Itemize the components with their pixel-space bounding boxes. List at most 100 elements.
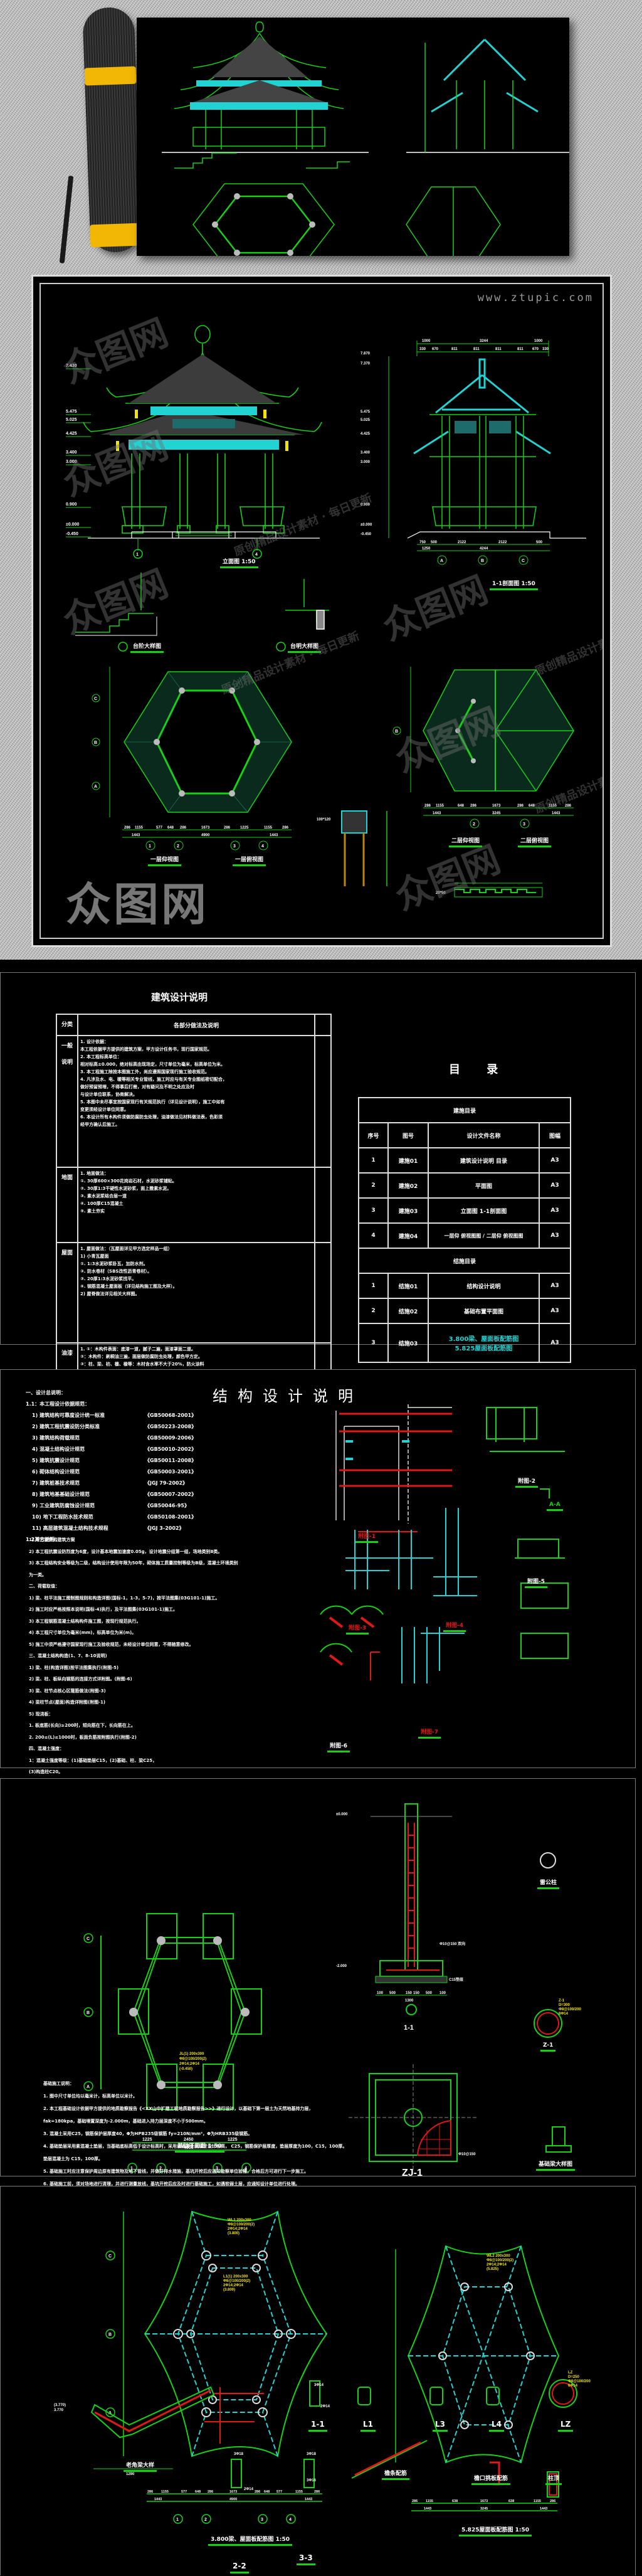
svg-text:577: 577 (156, 826, 163, 830)
note-line: 5) 现浇板： (29, 1711, 53, 1717)
section-1-1: 1000 3244 1000 330 670 811 811 811 811 6… (360, 339, 586, 565)
figure-caption: 附图-4 (443, 1621, 466, 1632)
svg-text:3245: 3245 (480, 2507, 488, 2511)
svg-text:1155: 1155 (295, 2490, 303, 2494)
svg-text:3Φ18: 3Φ18 (307, 2452, 317, 2456)
svg-text:500: 500 (536, 541, 543, 544)
svg-text:150: 150 (406, 1991, 413, 1995)
figure-caption: 附图-6 (327, 1741, 350, 1752)
caption-elevation: 立面图 1:50 (220, 557, 258, 568)
architectural-drawing-sheet: 1 4 7.430 5.475 5.025 4.425 3.400 3.000 … (66, 325, 586, 898)
svg-text:286: 286 (517, 804, 524, 808)
spec-line: 3. 本工程施工除按本图施工外，尚应遵照国家现行施工验收规范。 (80, 1069, 209, 1074)
svg-text:7.430: 7.430 (66, 364, 77, 368)
svg-text:Z-1: Z-1 (559, 1999, 565, 2003)
svg-text:7.870: 7.870 (360, 352, 371, 356)
svg-text:1225: 1225 (228, 2138, 238, 2142)
caption-stair-detail: 台阶大样图 (130, 642, 164, 653)
svg-text:1443: 1443 (270, 834, 278, 837)
note-line: 1：混凝土强度等级：(1)基础垫层C15，(2)基础、柱、梁C25， (29, 1757, 157, 1763)
svg-text:100: 100 (439, 1991, 446, 1995)
figure-caption: A-A (547, 1502, 563, 1511)
spec-line: 5. 本图中未尽事宜按国家现行有关规范执行（详见设计说明），施工中如有 (80, 1100, 225, 1105)
caption-section: L4 (489, 2420, 504, 2432)
spec-line: 4. 凡涉及水、电、暖等相关专业管线，施工时应与有关专业图纸密切配合， (80, 1077, 227, 1082)
spec-line: ②：木构件：刷桐油三遍，面层做防腐防虫处理，颜色甲方定。 (80, 1354, 203, 1359)
figure-caption: 附图-7 (418, 1727, 441, 1739)
svg-text:2: 2 (159, 2166, 162, 2171)
caption-corner-beam: 老角梁大样 (123, 2461, 157, 2472)
caption-section: LZ (557, 2420, 574, 2432)
note-line: 4) 梁柱节点(屋面)构造详附图(附图-1) (29, 1700, 106, 1705)
svg-text:L1(1) 200x300: L1(1) 200x300 (223, 2275, 248, 2279)
caption-section: 2-2 (230, 2562, 249, 2573)
caption-section: 3-3 (297, 2553, 315, 2565)
svg-text:5.025: 5.025 (360, 418, 371, 422)
caption-column-top: 柱顶 (545, 2474, 562, 2485)
code-item: 10) 地下工程防水技术规范《GB50108-2001》 (32, 1514, 197, 1520)
svg-text:3Φ16: 3Φ16 (307, 2479, 317, 2483)
svg-text:2Φ14;2Φ14: 2Φ14;2Φ14 (223, 2284, 244, 2287)
svg-text:B: B (94, 741, 97, 745)
svg-text:5.475: 5.475 (360, 410, 371, 414)
svg-text:1155: 1155 (264, 826, 273, 830)
beam-sections (231, 2379, 577, 2498)
svg-text:577: 577 (181, 2490, 187, 2494)
svg-text:5.025: 5.025 (66, 418, 77, 422)
caption-plan2-up: 二层仰视图 (448, 836, 483, 847)
svg-text:1155: 1155 (135, 826, 144, 830)
note-line: 1. 板底筋(长向)≥200时，短向筋在下，长向筋在上。 (29, 1723, 135, 1728)
code-item: 4) 混凝土结构设计规范《GB50010-2002》 (32, 1446, 197, 1452)
note-line: 2) 梁、柱、板纵向钢筋的连接方式详附图。(附图-6) (29, 1677, 132, 1682)
svg-text:2: 2 (204, 2518, 207, 2522)
svg-text:286: 286 (470, 804, 477, 808)
hero-rolled-drawing (0, 0, 642, 270)
svg-text:5.475: 5.475 (66, 410, 77, 414)
svg-text:286: 286 (124, 826, 131, 830)
svg-text:4: 4 (245, 2166, 247, 2171)
code-item: 5) 建筑抗震设计规范《GB50011-2008》 (32, 1458, 197, 1463)
spec-line: 1. ①：木构件表面：底漆一道，腻子二遍，面漆罩面二道。 (80, 1347, 196, 1352)
caption-foundation-plan: 基础平面图 1:50 (175, 2141, 224, 2153)
code-list: 一、设计总说明： 1.1：本工程设计依据规范： 1) 建筑结构可靠度设计统一标准… (26, 1387, 214, 1545)
svg-text:C: C (522, 559, 525, 563)
svg-text:JL(1) 200x300: JL(1) 200x300 (179, 2052, 204, 2056)
note-line: 三、混凝土结构构造(1、7、8-10说明) (29, 1653, 107, 1658)
svg-text:D=250: D=250 (568, 2375, 580, 2379)
note-line: 5. 基础施工时应注意保护周边原有建筑物及地下管线，并做好排水措施，基坑开挖后应… (43, 2169, 308, 2174)
svg-text:1250: 1250 (422, 547, 431, 551)
code-item: 2) 建筑工程抗震设防分类标准《GB50223-2008》 (32, 1424, 197, 1429)
note-line: 3) 梁、柱节点核心区箍筋做法(附图-3) (29, 1688, 106, 1693)
spec-line: 1. 地面做法： (80, 1171, 108, 1176)
spec-line: 1. 设计依据： (80, 1039, 108, 1044)
spec-line: 2. 本工程标高单位： (80, 1054, 122, 1059)
svg-text:3: 3 (216, 2166, 218, 2171)
svg-text:638: 638 (452, 2499, 458, 2503)
code-item: 6) 砌体结构设计规范《GB50003-2001》 (32, 1469, 197, 1475)
code-item: 7) 建筑桩基技术规范《JGJ 79-2002》 (32, 1480, 188, 1486)
svg-text:1: 1 (176, 2518, 179, 2522)
svg-text:1290: 1290 (126, 2473, 135, 2476)
svg-text:1000: 1000 (422, 339, 431, 343)
caption-section: L1 (360, 2420, 376, 2432)
svg-text:±0.000: ±0.000 (360, 523, 372, 527)
svg-text:286: 286 (565, 804, 572, 808)
svg-text:Φ8@100/200(2): Φ8@100/200(2) (223, 2279, 250, 2283)
svg-text:4.425: 4.425 (66, 432, 77, 436)
svg-text:648: 648 (195, 2490, 201, 2494)
first-floor-plan: 286 1155 577 648 286 1673 286 1225 1155 … (92, 667, 292, 851)
svg-text:4900: 4900 (229, 2498, 237, 2501)
svg-text:±0.000: ±0.000 (336, 1813, 348, 1816)
svg-text:286: 286 (180, 826, 187, 830)
svg-text:B: B (87, 2011, 90, 2015)
svg-text:B: B (481, 559, 484, 563)
svg-text:1225: 1225 (240, 826, 249, 830)
svg-text:1-1: 1-1 (404, 2024, 414, 2032)
svg-text:330: 330 (542, 347, 549, 351)
spec-lines: 1. 屋面做法：（瓦屋面详见甲方选定样品一组） 1) 小青瓦屋面 ①. 1:3水… (77, 1242, 315, 1344)
